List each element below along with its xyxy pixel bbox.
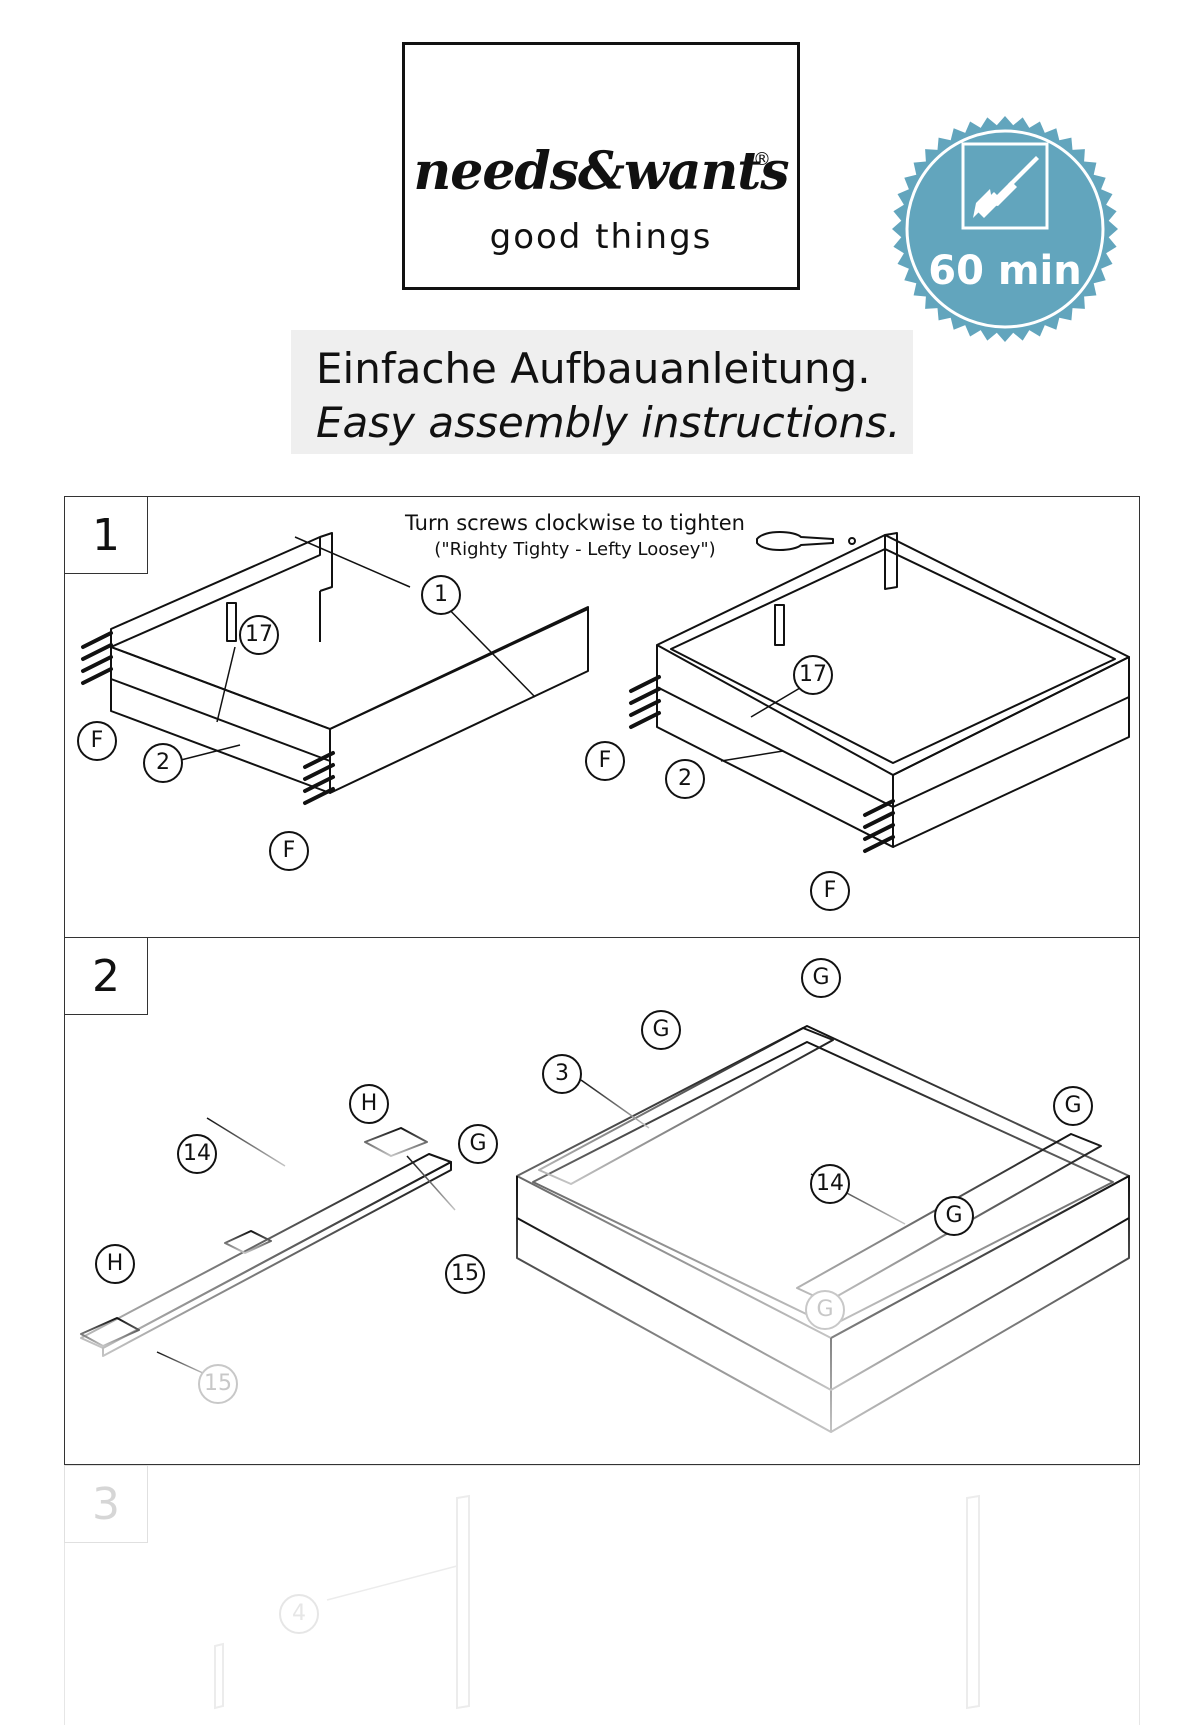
part-callout: F bbox=[269, 831, 309, 871]
part-callout: H bbox=[95, 1244, 135, 1284]
part-callout: 3 bbox=[542, 1054, 582, 1094]
part-callout: G bbox=[934, 1196, 974, 1236]
headline-german: Einfache Aufbauanleitung. bbox=[316, 344, 871, 393]
part-callout: F bbox=[585, 741, 625, 781]
part-callout: G bbox=[1053, 1086, 1093, 1126]
part-callout: 15 bbox=[445, 1254, 485, 1294]
part-callout: G bbox=[458, 1124, 498, 1164]
part-callout: 2 bbox=[143, 743, 183, 783]
part-callout: G bbox=[641, 1010, 681, 1050]
part-callout: 17 bbox=[793, 655, 833, 695]
step-3-panel: 3 4 bbox=[64, 1465, 1140, 1725]
step-number: 2 bbox=[64, 937, 148, 1015]
step-1-drawing bbox=[81, 531, 1130, 853]
brand-tagline: good things bbox=[489, 217, 713, 257]
part-callout: 15 bbox=[198, 1364, 238, 1404]
screwdriver-icon bbox=[961, 142, 1049, 230]
step-number: 3 bbox=[64, 1465, 148, 1543]
part-callout: 1 bbox=[421, 575, 461, 615]
part-callout: 17 bbox=[239, 615, 279, 655]
step-1-panel: 1 Turn screws clockwise to tighten ("Rig… bbox=[64, 496, 1140, 938]
step-2-panel: 2 bbox=[64, 937, 1140, 1465]
part-callout: F bbox=[810, 871, 850, 911]
part-callout: F bbox=[77, 721, 117, 761]
tip-sub: ("Righty Tighty - Lefty Loosey") bbox=[434, 539, 716, 560]
step-3-drawing bbox=[214, 1494, 980, 1710]
duration-label: 60 min bbox=[928, 248, 1082, 294]
headline-english: Easy assembly instructions. bbox=[316, 398, 901, 447]
tip-main: Turn screws clockwise to tighten bbox=[405, 511, 745, 535]
time-badge bbox=[892, 116, 1118, 342]
part-callout: 14 bbox=[810, 1164, 850, 1204]
step-2-drawing bbox=[80, 982, 1130, 1433]
step-number: 1 bbox=[64, 496, 148, 574]
headline-box: Einfache Aufbauanleitung. Easy assembly … bbox=[291, 330, 913, 454]
part-callout: 4 bbox=[279, 1594, 319, 1634]
part-callout: 2 bbox=[665, 759, 705, 799]
screwdriver-icon bbox=[756, 531, 856, 551]
part-callout: 14 bbox=[177, 1134, 217, 1174]
brand-logo: needs&wants ® good things bbox=[402, 42, 800, 290]
part-callout: H bbox=[349, 1084, 389, 1124]
part-callout: G bbox=[801, 958, 841, 998]
part-callout: G bbox=[805, 1290, 845, 1330]
brand-name: needs&wants bbox=[413, 141, 789, 202]
registered-mark: ® bbox=[753, 149, 771, 170]
